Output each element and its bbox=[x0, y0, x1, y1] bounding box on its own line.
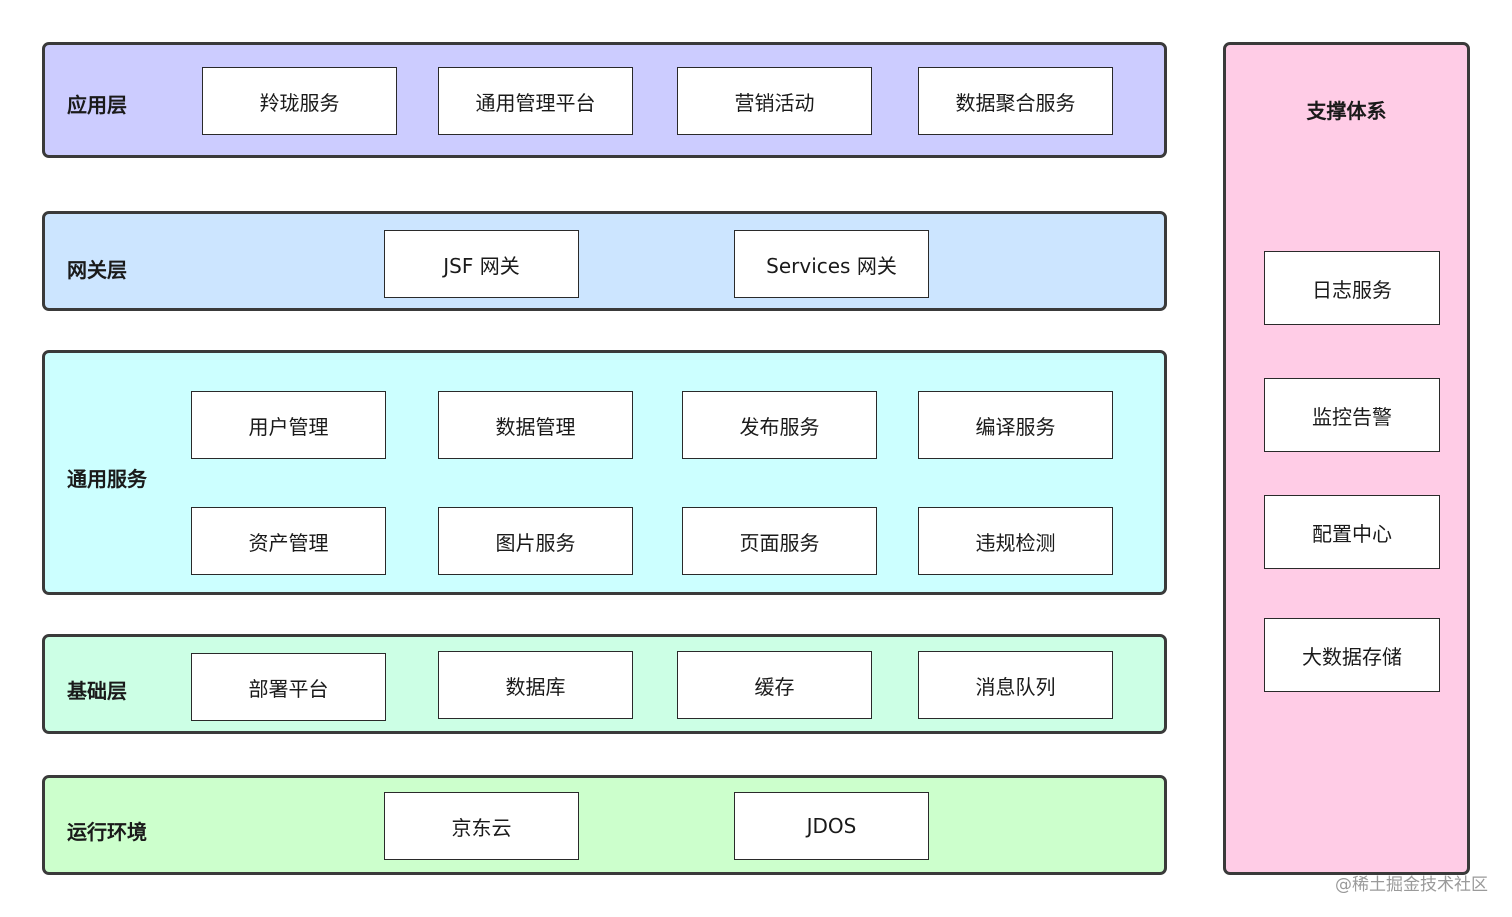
box-jdos: JDOS bbox=[734, 792, 929, 860]
layer-runtime: 运行环境 京东云 JDOS bbox=[42, 775, 1167, 875]
box-publish-service: 发布服务 bbox=[682, 391, 877, 459]
box-asset-management: 资产管理 bbox=[191, 507, 386, 575]
box-services-gateway: Services 网关 bbox=[734, 230, 929, 298]
box-marketing-activity: 营销活动 bbox=[677, 67, 872, 135]
box-violation-detection: 违规检测 bbox=[918, 507, 1113, 575]
box-image-service: 图片服务 bbox=[438, 507, 633, 575]
box-message-queue: 消息队列 bbox=[918, 651, 1113, 719]
box-config-center: 配置中心 bbox=[1264, 495, 1440, 569]
layer-support-system: 支撑体系 日志服务 监控告警 配置中心 大数据存储 bbox=[1223, 42, 1470, 875]
box-user-management: 用户管理 bbox=[191, 391, 386, 459]
box-big-data-storage: 大数据存储 bbox=[1264, 618, 1440, 692]
layer-title-gateway: 网关层 bbox=[67, 258, 127, 282]
layer-gateway: 网关层 JSF 网关 Services 网关 bbox=[42, 211, 1167, 311]
box-deploy-platform: 部署平台 bbox=[191, 653, 386, 721]
box-cache: 缓存 bbox=[677, 651, 872, 719]
box-data-aggregation-service: 数据聚合服务 bbox=[918, 67, 1113, 135]
box-lingtong-service: 羚珑服务 bbox=[202, 67, 397, 135]
box-database: 数据库 bbox=[438, 651, 633, 719]
layer-title-common-services: 通用服务 bbox=[67, 467, 147, 491]
box-jsf-gateway: JSF 网关 bbox=[384, 230, 579, 298]
layer-title-infrastructure: 基础层 bbox=[67, 679, 127, 703]
watermark: @稀土掘金技术社区 bbox=[1335, 875, 1488, 895]
box-compile-service: 编译服务 bbox=[918, 391, 1113, 459]
box-monitoring-alerts: 监控告警 bbox=[1264, 378, 1440, 452]
layer-title-application: 应用层 bbox=[67, 93, 127, 117]
layer-title-runtime: 运行环境 bbox=[67, 820, 147, 844]
box-page-service: 页面服务 bbox=[682, 507, 877, 575]
box-general-admin-platform: 通用管理平台 bbox=[438, 67, 633, 135]
box-log-service: 日志服务 bbox=[1264, 251, 1440, 325]
support-title: 支撑体系 bbox=[1306, 99, 1387, 123]
layer-application: 应用层 羚珑服务 通用管理平台 营销活动 数据聚合服务 bbox=[42, 42, 1167, 158]
layer-infrastructure: 基础层 部署平台 数据库 缓存 消息队列 bbox=[42, 634, 1167, 734]
box-jd-cloud: 京东云 bbox=[384, 792, 579, 860]
box-data-management: 数据管理 bbox=[438, 391, 633, 459]
layer-common-services: 通用服务 用户管理 数据管理 发布服务 编译服务 资产管理 图片服务 页面服务 … bbox=[42, 350, 1167, 595]
